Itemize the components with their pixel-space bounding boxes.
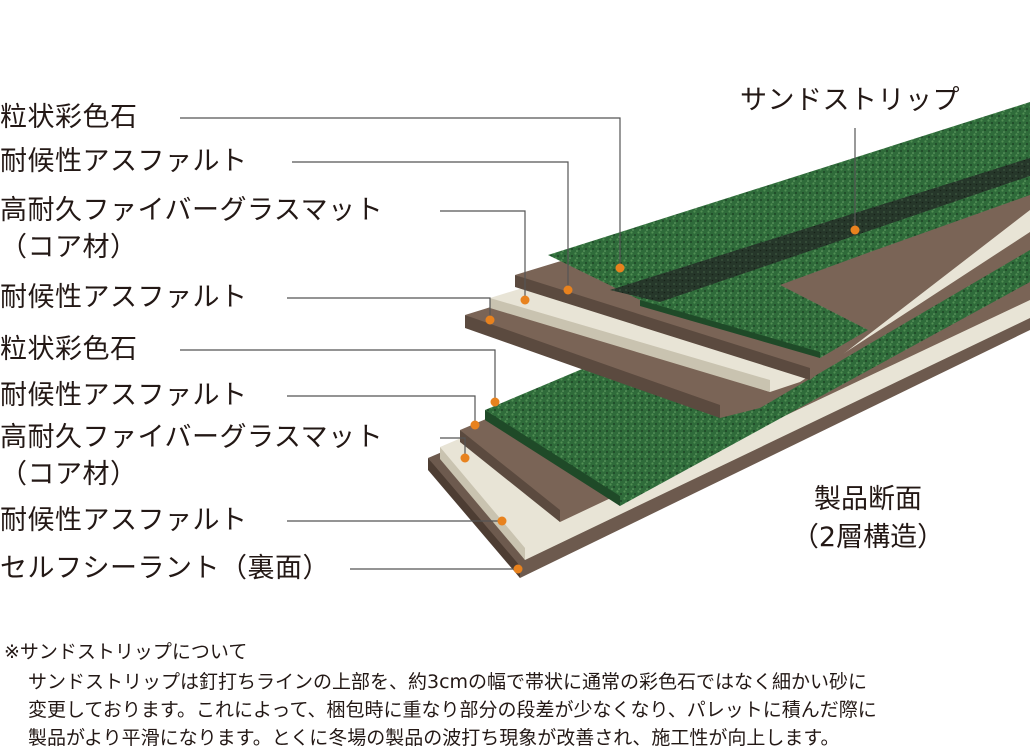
label-lower-mat-line1: 高耐久ファイバーグラスマット bbox=[0, 422, 383, 454]
dot-lower-granules bbox=[491, 398, 500, 407]
dot-lower-asphalt-2 bbox=[498, 517, 507, 526]
leader-upper-asphalt-2 bbox=[287, 298, 490, 320]
label-sealant: セルフシーラント（裏面） bbox=[0, 553, 330, 585]
label-upper-granules: 粒状彩色石 bbox=[0, 102, 138, 134]
dot-upper-mat bbox=[521, 296, 530, 305]
footnote-line-2: 変更しております。これによって、梱包時に重なり部分の段差が少なくなり、パレットに… bbox=[28, 698, 877, 722]
dot-sealant bbox=[514, 565, 523, 574]
caption-title: 製品断面 bbox=[788, 482, 948, 518]
label-upper-mat-line2: （コア材） bbox=[0, 232, 138, 264]
footnote-heading: ※サンドストリップについて bbox=[4, 640, 247, 664]
leader-lower-mat bbox=[440, 438, 465, 458]
label-upper-asphalt-1: 耐候性アスファルト bbox=[0, 146, 248, 178]
label-lower-mat-line2: （コア材） bbox=[0, 459, 138, 491]
dot-lower-mat bbox=[461, 454, 470, 463]
label-upper-mat-line1: 高耐久ファイバーグラスマット bbox=[0, 195, 383, 227]
dot-sand-strip bbox=[851, 226, 860, 235]
dot-upper-granules bbox=[616, 264, 625, 273]
label-lower-asphalt-1: 耐候性アスファルト bbox=[0, 380, 248, 412]
label-lower-granules: 粒状彩色石 bbox=[0, 334, 138, 366]
leader-upper-mat bbox=[440, 211, 525, 300]
dot-lower-asphalt-1 bbox=[471, 421, 480, 430]
footnote-line-1: サンドストリップは釘打ちラインの上部を、約3cmの幅で帯状に通常の彩色石ではなく… bbox=[28, 670, 867, 694]
label-lower-asphalt-2: 耐候性アスファルト bbox=[0, 505, 248, 537]
dot-upper-asphalt-2 bbox=[486, 316, 495, 325]
label-upper-asphalt-2: 耐候性アスファルト bbox=[0, 282, 248, 314]
leader-lower-asphalt-1 bbox=[287, 396, 475, 425]
label-sand-strip: サンドストリップ bbox=[740, 85, 960, 117]
dot-upper-asphalt-1 bbox=[564, 286, 573, 295]
caption-subtitle: （2層構造） bbox=[776, 520, 960, 556]
footnote-line-3: 製品がより平滑になります。とくに冬場の製品の波打ち現象が改善され、施工性が向上し… bbox=[28, 726, 840, 750]
leader-upper-granules bbox=[180, 118, 620, 268]
